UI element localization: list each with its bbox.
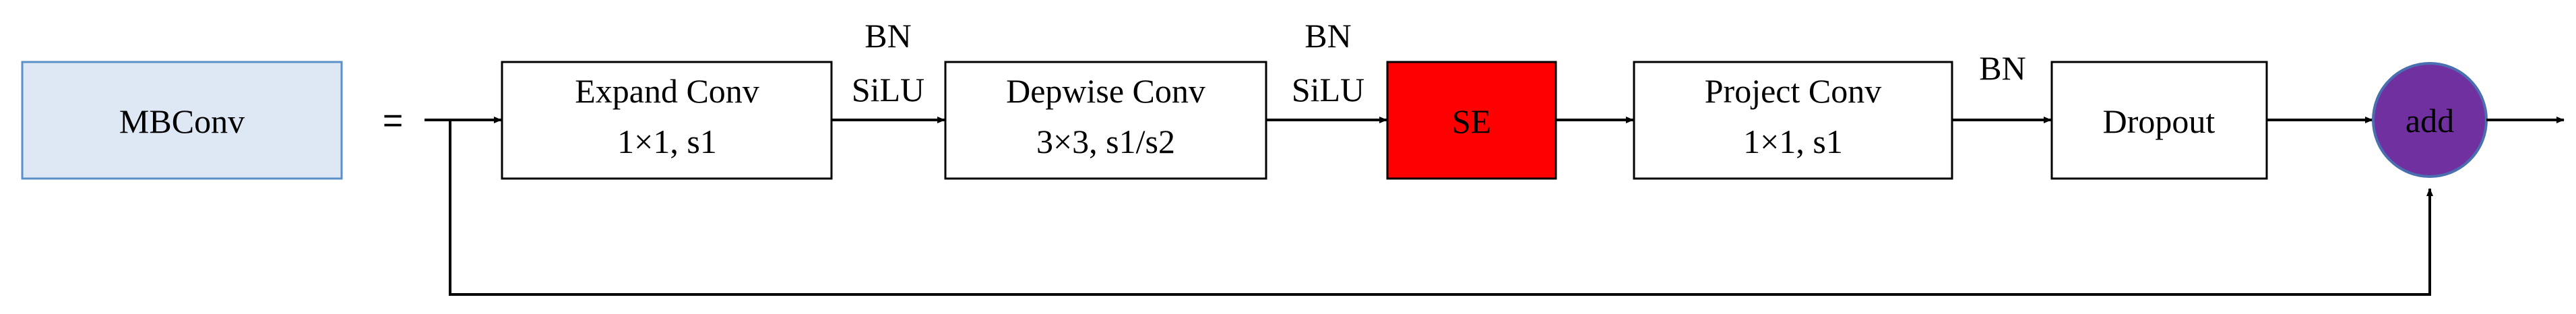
add-label: add — [2406, 102, 2454, 139]
expand-conv-title: Expand Conv — [575, 72, 759, 110]
se-label: SE — [1452, 102, 1491, 140]
expand-conv-params: 1×1, s1 — [617, 123, 717, 160]
silu-label-1: SiLU — [852, 71, 924, 108]
bn-label-3: BN — [1979, 49, 2025, 87]
depthwise-conv-params: 3×3, s1/s2 — [1036, 123, 1175, 160]
project-conv-title: Project Conv — [1705, 72, 1881, 110]
bn-label-1: BN — [865, 17, 911, 55]
se-block: SE — [1386, 61, 1557, 180]
depthwise-conv-block: Depwise Conv 3×3, s1/s2 — [944, 61, 1267, 180]
project-conv-block: Project Conv 1×1, s1 — [1633, 61, 1953, 180]
bn-label-2: BN — [1305, 17, 1351, 55]
dropout-block: Dropout — [2050, 61, 2268, 180]
add-node: add — [2372, 62, 2488, 178]
dropout-label: Dropout — [2103, 102, 2216, 140]
silu-label-2: SiLU — [1292, 71, 1364, 108]
project-conv-params: 1×1, s1 — [1743, 123, 1843, 160]
skip-connection — [425, 117, 2433, 296]
depthwise-conv-title: Depwise Conv — [1006, 72, 1205, 110]
mbconv-legend-label: MBConv — [119, 102, 245, 140]
expand-conv-block: Expand Conv 1×1, s1 — [501, 61, 833, 180]
mbconv-legend-block: MBConv — [21, 61, 343, 180]
equals-sign: = — [383, 101, 403, 140]
